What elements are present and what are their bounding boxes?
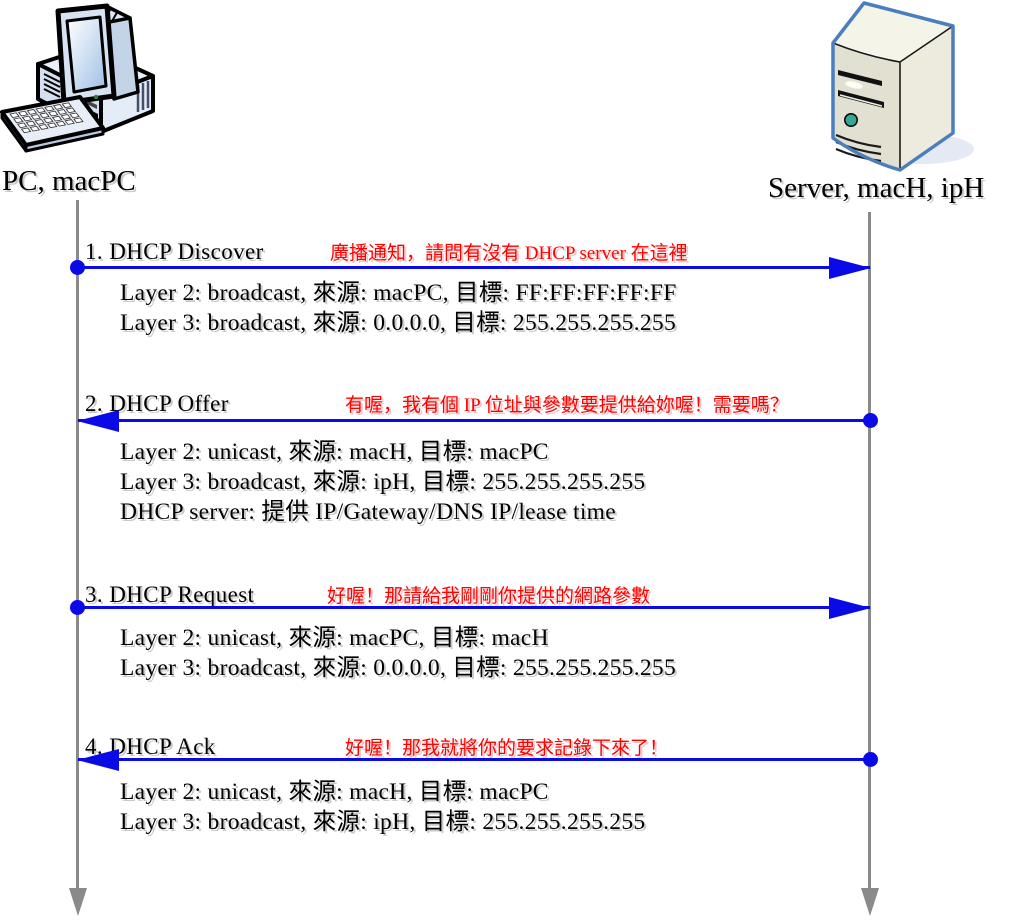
detail-line: DHCP server: 提供 IP/Gateway/DNS IP/lease … (120, 499, 616, 525)
origin-dot-icon (70, 600, 85, 615)
detail-line: Layer 3: broadcast, 來源: ipH, 目標: 255.255… (120, 469, 646, 495)
arrow-shaft (78, 758, 870, 761)
arrowhead-icon (77, 749, 119, 771)
message-details: Layer 2: unicast, 來源: macH, 目標: macPC La… (120, 437, 645, 527)
detail-line: Layer 3: broadcast, 來源: 0.0.0.0, 目標: 255… (120, 310, 677, 336)
message-dhcp-discover: 1. DHCP Discover 廣播通知，請問有沒有 DHCP server … (70, 238, 871, 336)
server-tower-icon (831, 1, 974, 172)
pc-actor-label: PC, macPC (2, 165, 136, 197)
detail-line: Layer 2: broadcast, 來源: macPC, 目標: FF:FF… (120, 280, 677, 306)
pc-lifeline-arrowhead-icon (69, 888, 87, 916)
detail-line: Layer 3: broadcast, 來源: ipH, 目標: 255.255… (120, 809, 646, 835)
message-details: Layer 2: broadcast, 來源: macPC, 目標: FF:FF… (120, 278, 677, 338)
detail-line: Layer 2: unicast, 來源: macPC, 目標: macH (120, 625, 549, 651)
message-title: 1. DHCP Discover (85, 239, 264, 264)
message-dhcp-request: 3. DHCP Request 好喔！那請給我剛剛你提供的網路參數 Layer … (70, 581, 871, 681)
message-arrow (77, 749, 878, 771)
detail-line: Layer 2: unicast, 來源: macH, 目標: macPC (120, 779, 549, 805)
arrow-shaft (78, 606, 870, 609)
detail-line: Layer 3: broadcast, 來源: 0.0.0.0, 目標: 255… (120, 655, 677, 681)
message-annotation: 廣播通知，請問有沒有 DHCP server 在這裡 (330, 243, 688, 264)
origin-dot-icon (863, 752, 878, 767)
arrowhead-icon (829, 597, 871, 619)
detail-line: Layer 2: unicast, 來源: macH, 目標: macPC (120, 439, 549, 465)
message-dhcp-offer: 2. DHCP Offer 有喔，我有個 IP 位址與參數要提供給妳喔！需要嗎？… (77, 390, 878, 525)
server-actor-label: Server, macH, ipH (768, 172, 985, 204)
desktop-computer-icon (0, 3, 155, 153)
message-dhcp-ack: 4. DHCP Ack 好喔！那我就將你的要求記錄下來了！ Layer 2: u… (77, 733, 878, 835)
message-arrow (70, 257, 871, 279)
arrow-shaft (78, 419, 870, 422)
arrowhead-icon (829, 257, 871, 279)
message-annotation: 好喔！那請給我剛剛你提供的網路參數 (327, 586, 651, 607)
message-annotation: 好喔！那我就將你的要求記錄下來了！ (345, 738, 669, 759)
origin-dot-icon (863, 413, 878, 428)
message-title: 3. DHCP Request (85, 582, 255, 607)
pc-lifeline (76, 200, 79, 888)
message-arrow (77, 410, 878, 432)
arrowhead-icon (77, 410, 119, 432)
server-lifeline (868, 212, 871, 888)
server-lifeline-arrowhead-icon (861, 888, 879, 916)
message-annotation: 有喔，我有個 IP 位址與參數要提供給妳喔！需要嗎？ (345, 395, 789, 416)
message-details: Layer 2: unicast, 來源: macH, 目標: macPC La… (120, 777, 645, 837)
arrow-shaft (78, 266, 870, 269)
message-arrow (70, 597, 871, 619)
origin-dot-icon (70, 260, 85, 275)
message-details: Layer 2: unicast, 來源: macPC, 目標: macH La… (120, 623, 676, 683)
